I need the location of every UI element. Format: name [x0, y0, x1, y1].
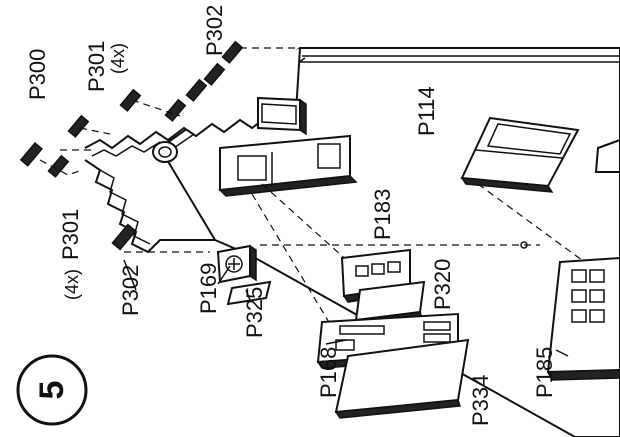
- label-p334: P334: [468, 375, 493, 426]
- cap-guide-lines: [39, 47, 296, 253]
- label-p325: P325: [242, 287, 267, 338]
- caps-top: [19, 40, 244, 178]
- label-p302-top: P302: [202, 5, 227, 56]
- caps-bottom: [111, 223, 137, 251]
- panel-plate-right: [594, 138, 620, 173]
- label-p301-top: P301: [84, 41, 109, 92]
- panel-plate-1: [257, 96, 307, 136]
- label-p301-bottom: P301: [58, 209, 83, 260]
- leader-lines: [123, 259, 569, 357]
- label-p320: P320: [430, 259, 455, 310]
- label-p301-bottom-qty: (4x): [62, 269, 82, 300]
- label-p183: P183: [370, 189, 395, 240]
- step-badge: 5: [16, 354, 88, 426]
- label-p300: P300: [25, 49, 50, 100]
- part-p334: [334, 338, 470, 419]
- label-p168: P168: [316, 347, 341, 398]
- knob: [152, 141, 178, 163]
- step-number: 5: [33, 381, 71, 400]
- panel-plate-2: [218, 134, 358, 197]
- label-p301-top-qty: (4x): [108, 43, 128, 74]
- label-p169: P169: [196, 263, 221, 314]
- label-p185: P185: [532, 347, 557, 398]
- panel-plate-p114: [460, 116, 580, 193]
- label-p302-bottom: P302: [118, 265, 143, 316]
- part-p325: [226, 280, 272, 306]
- comb-strip-bottom: [84, 159, 215, 254]
- part-p185: [546, 256, 620, 381]
- label-p114: P114: [414, 86, 439, 136]
